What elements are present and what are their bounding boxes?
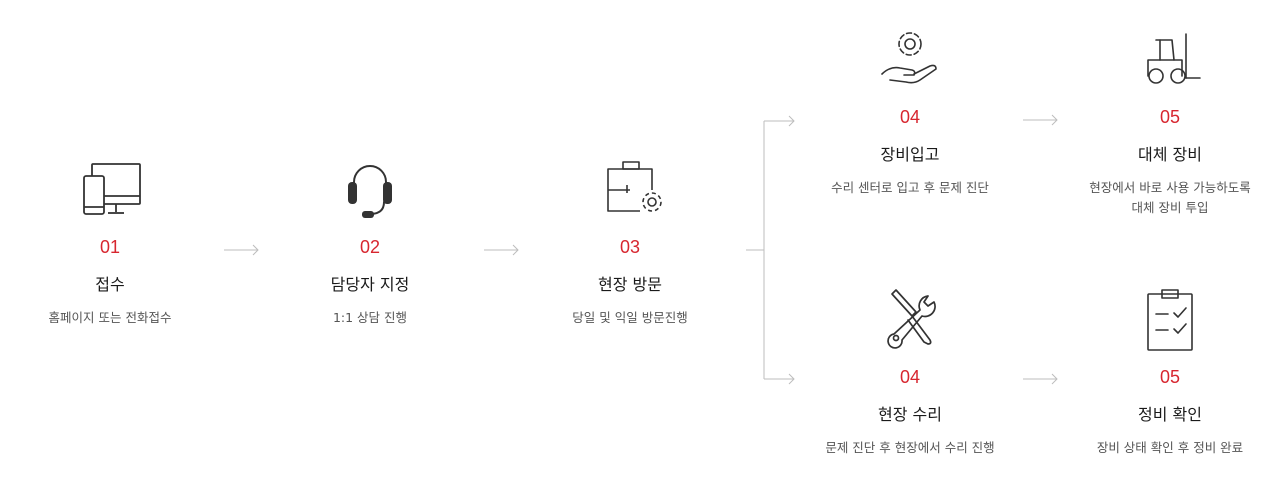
- step-number: 05: [1159, 367, 1181, 387]
- step-number: 05: [1159, 107, 1181, 127]
- step-05-maintenance-check: 05 정비 확인 장비 상태 확인 후 정비 완료: [1060, 282, 1280, 458]
- forklift-icon: [1147, 33, 1201, 84]
- arrow-icon: [484, 244, 519, 256]
- step-title: 정비 확인: [1138, 405, 1202, 424]
- step-04-warehouse: 04 장비입고 수리 센터로 입고 후 문제 진단: [800, 22, 1020, 198]
- step-title: 담당자 지정: [330, 275, 410, 294]
- step-title: 접수: [95, 275, 125, 294]
- step-02: 02 담당자 지정 1:1 상담 진행: [260, 152, 480, 328]
- step-number: 01: [99, 237, 121, 257]
- arrow-icon: [224, 244, 259, 256]
- step-description: 문제 진단 후 현장에서 수리 진행: [825, 440, 995, 455]
- step-number: 03: [619, 237, 641, 257]
- step-04-onsite-repair: 04 현장 수리 문제 진단 후 현장에서 수리 진행: [800, 282, 1020, 458]
- step-title: 현장 수리: [878, 405, 942, 424]
- step-description: 장비 상태 확인 후 정비 완료: [1096, 440, 1244, 455]
- tools-icon: [887, 289, 936, 349]
- step-number: 04: [899, 107, 921, 127]
- hand-gear-icon: [881, 32, 937, 84]
- step-05-replacement: 05 대체 장비 현장에서 바로 사용 가능하도록 대체 장비 투입: [1060, 22, 1280, 218]
- step-number: 02: [359, 237, 381, 257]
- step-number: 04: [899, 367, 921, 387]
- clipboard-check-icon: [1147, 289, 1193, 351]
- step-description: 홈페이지 또는 전화접수: [48, 310, 172, 325]
- step-01: 01 접수 홈페이지 또는 전화접수: [0, 152, 220, 328]
- step-description: 수리 센터로 입고 후 문제 진단: [831, 180, 989, 195]
- step-description: 당일 및 익일 방문진행: [572, 310, 688, 325]
- step-description: 1:1 상담 진행: [332, 310, 408, 325]
- step-title: 대체 장비: [1138, 145, 1202, 164]
- headset-icon: [348, 165, 392, 218]
- step-description: 현장에서 바로 사용 가능하도록 대체 장비 투입: [1089, 180, 1251, 215]
- arrow-icon: [1023, 114, 1058, 126]
- arrow-icon: [1023, 373, 1058, 385]
- step-title: 장비입고: [880, 145, 940, 164]
- toolbox-gear-icon: [607, 161, 662, 212]
- step-03: 03 현장 방문 당일 및 익일 방문진행: [520, 152, 740, 328]
- step-title: 현장 방문: [598, 275, 662, 294]
- devices-icon: [83, 163, 141, 215]
